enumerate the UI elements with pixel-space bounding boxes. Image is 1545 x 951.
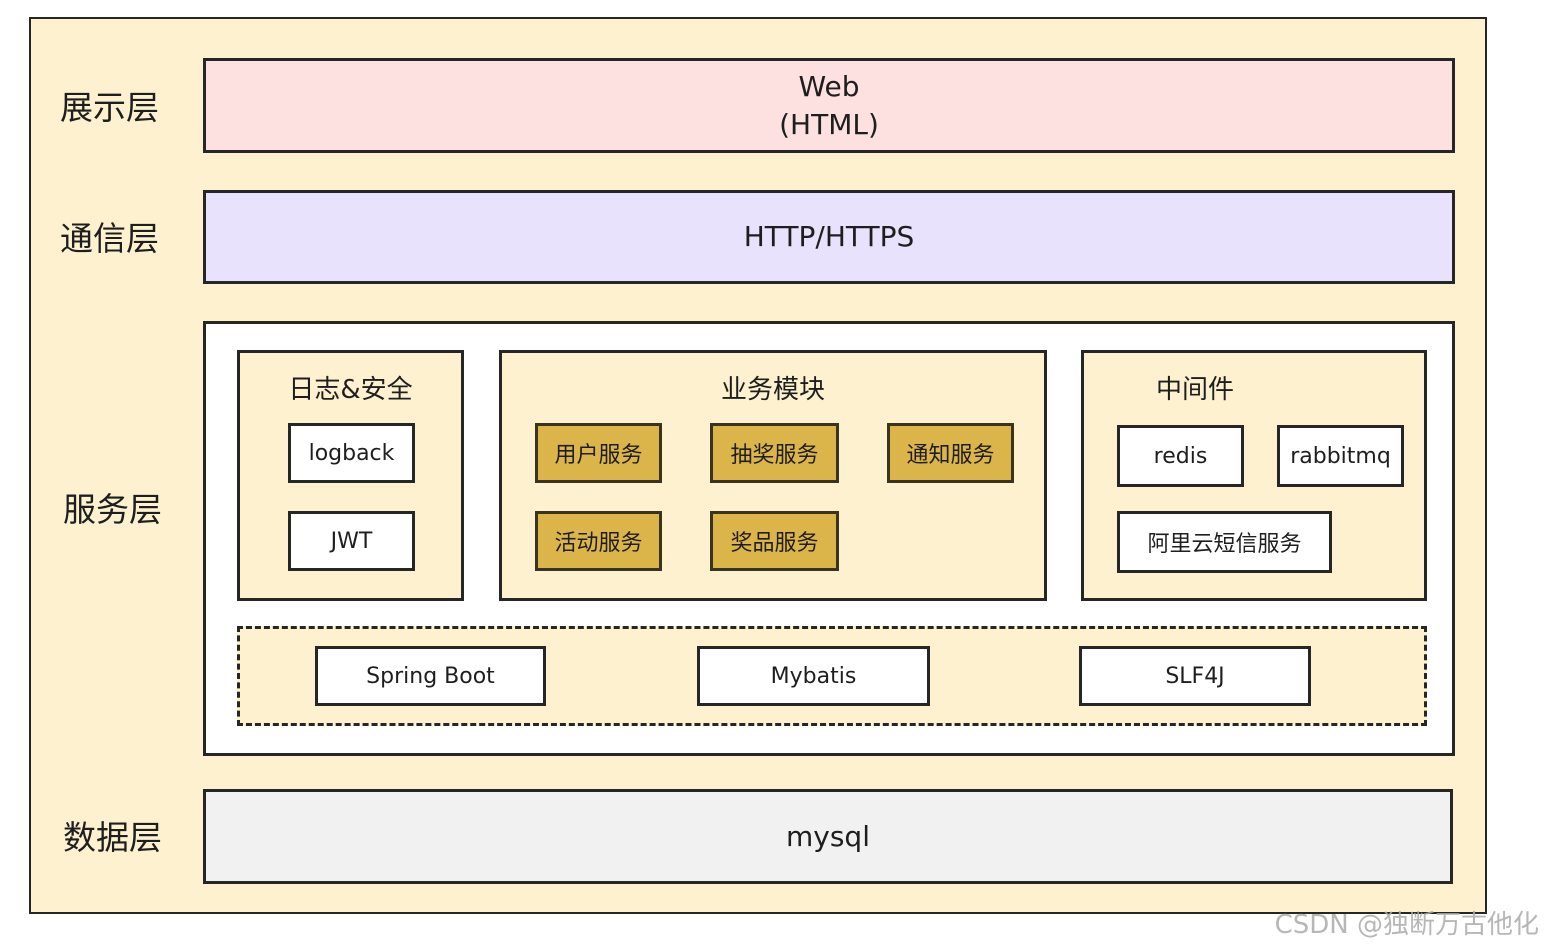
user-service-chip: 用户服务 [535,423,662,483]
http-label: HTTP/HTTPS [743,220,915,253]
notification-service-chip: 通知服务 [887,423,1014,483]
logging-security-title: 日志&安全 [288,375,413,405]
jwt-chip: JWT [288,511,415,571]
communication-layer-label: 通信层 [60,219,159,258]
presentation-layer-box: Web (HTML) [203,58,1455,153]
watermark-text: CSDN @独断万古他化 [1274,910,1539,940]
logging-security-group: 日志&安全 logback JWT [237,350,464,601]
lottery-service-chip: 抽奖服务 [710,423,839,483]
communication-layer-box: HTTP/HTTPS [203,190,1455,284]
aliyun-sms-chip: 阿里云短信服务 [1117,511,1332,573]
rabbitmq-chip: rabbitmq [1277,425,1404,487]
activity-service-chip: 活动服务 [535,511,662,571]
slf4j-chip: SLF4J [1079,646,1311,706]
mysql-label: mysql [786,819,870,853]
business-module-title: 业务模块 [720,375,825,405]
presentation-layer-label: 展示层 [60,88,159,127]
middleware-title: 中间件 [1156,375,1235,405]
service-layer-label: 服务层 [63,490,162,529]
business-module-group: 业务模块 用户服务 抽奖服务 通知服务 活动服务 奖品服务 [499,350,1047,601]
web-label: Web [798,69,860,103]
data-layer-box: mysql [203,789,1453,884]
spring-boot-chip: Spring Boot [315,646,546,706]
data-layer-label: 数据层 [63,818,162,857]
redis-chip: redis [1117,425,1244,487]
mybatis-chip: Mybatis [697,646,930,706]
html-label: (HTML) [779,107,879,141]
middleware-group: 中间件 redis rabbitmq 阿里云短信服务 [1081,350,1427,601]
prize-service-chip: 奖品服务 [710,511,839,571]
logback-chip: logback [288,423,415,483]
